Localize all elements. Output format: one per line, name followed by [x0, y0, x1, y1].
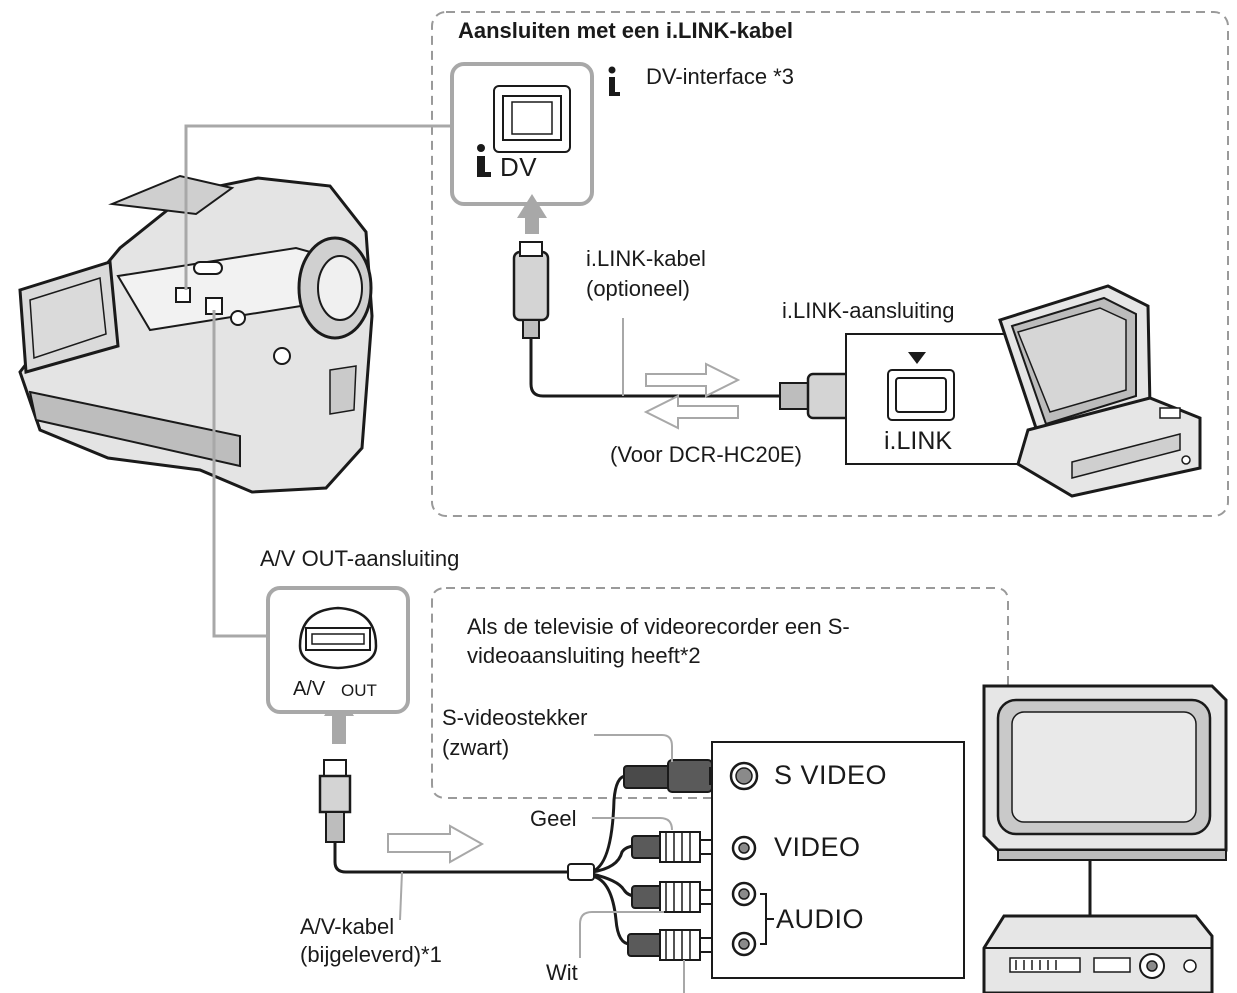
white-plug-label: Wit — [546, 960, 578, 985]
audio-bracket — [760, 893, 774, 945]
svideo-plug-label-line2: (zwart) — [442, 735, 510, 760]
audio-left-jack-icon — [731, 881, 757, 907]
out-port-label: OUT — [341, 681, 377, 700]
av-cable-label-line2: (bijgeleverd)*1 — [300, 942, 442, 967]
audio-right-jack-icon — [731, 931, 757, 957]
arrow-left-outline — [643, 394, 739, 430]
audio-white-plug — [631, 881, 717, 913]
video-jack-icon — [731, 835, 757, 861]
ilink-section-box — [431, 11, 1229, 517]
av-out-jack-label: A/V OUT-aansluiting — [260, 546, 460, 571]
model-note: (Voor DCR-HC20E) — [610, 442, 802, 467]
av-cable-label-line1: A/V-kabel — [300, 914, 395, 939]
video-device-illustration — [998, 284, 1202, 498]
video-plug — [631, 831, 717, 863]
yellow-plug-label: Geel — [530, 806, 577, 831]
vcr-illustration — [982, 914, 1214, 993]
device-ilink-port-label: i.LINK — [884, 427, 953, 455]
arrow-right-av — [387, 824, 485, 864]
ilink-cable-label-line2: (optioneel) — [586, 276, 690, 301]
svideo-plug-label-line1: S-videostekker — [442, 705, 588, 730]
dv-port-label: DV — [500, 152, 538, 182]
svideo-note-line2: videoaansluiting heeft*2 — [467, 643, 701, 668]
video-input-label: VIDEO — [774, 832, 861, 862]
svideo-input-label: S VIDEO — [774, 760, 888, 790]
av-out-port-box — [266, 586, 410, 714]
svideo-plug — [623, 759, 725, 793]
svideo-jack-icon — [729, 761, 759, 791]
dv-interface-label: DV-interface *3 — [646, 64, 794, 89]
ilink-cable-label-line1: i.LINK-kabel — [586, 246, 706, 271]
svideo-note-line1: Als de televisie of videorecorder een S- — [467, 614, 850, 639]
ilink-icon-small — [608, 66, 620, 96]
ilink-icon-port — [477, 144, 491, 177]
audio-input-label: AUDIO — [776, 904, 865, 934]
arrow-right-outline — [645, 362, 741, 398]
audio-red-plug — [627, 929, 717, 961]
television-illustration — [982, 684, 1228, 920]
dv-port-box — [450, 62, 594, 206]
svideo-section-box — [431, 587, 1009, 799]
ilink-section-title: Aansluiten met een i.LINK-kabel — [458, 18, 793, 43]
camcorder-illustration — [18, 174, 374, 494]
arrow-up-dv — [517, 194, 547, 234]
av-port-label: A/V — [293, 678, 326, 700]
ilink-jack-label: i.LINK-aansluiting — [782, 298, 955, 323]
